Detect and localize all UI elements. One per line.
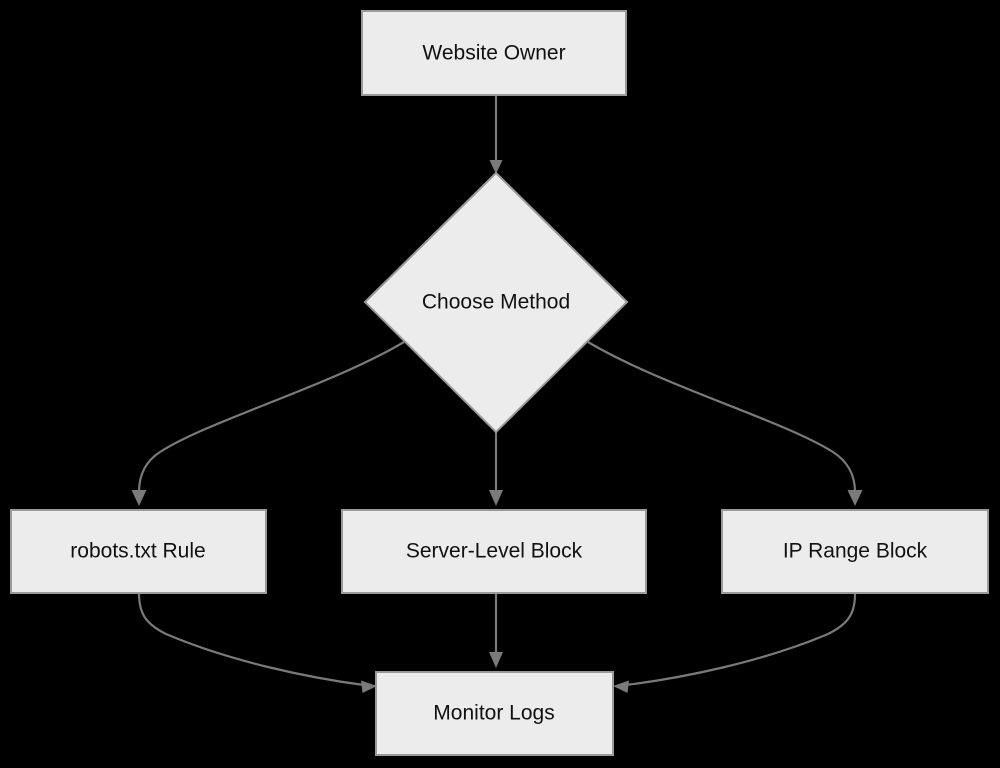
- node-monitor-logs-shape[interactable]: [375, 671, 614, 756]
- node-server-level-block[interactable]: Server-Level Block: [341, 509, 647, 594]
- node-choose-method-label: Choose Method: [422, 291, 570, 314]
- edge-robots-txt-rule-to-monitor-logs: [137, 592, 377, 693]
- node-ip-range-block[interactable]: IP Range Block: [721, 509, 989, 594]
- arrowhead-icon: [847, 490, 863, 506]
- arrowhead-icon: [613, 680, 629, 693]
- edge-choose-method-to-ip-range-block: [587, 341, 863, 506]
- node-layer: Website Owner Choose Method robots.txt R…: [10, 10, 989, 756]
- arrowhead-icon: [489, 490, 503, 506]
- node-monitor-logs[interactable]: Monitor Logs: [375, 671, 614, 756]
- edge-line: [587, 341, 857, 493]
- node-server-level-block-shape[interactable]: [341, 509, 647, 594]
- edge-ip-range-block-to-monitor-logs: [613, 593, 857, 693]
- edge-line: [625, 593, 857, 687]
- node-monitor-logs-label: Monitor Logs: [433, 702, 554, 725]
- edge-line: [137, 341, 405, 493]
- node-robots-txt-rule-shape[interactable]: [10, 509, 267, 594]
- node-robots-txt-rule[interactable]: robots.txt Rule: [10, 509, 267, 594]
- node-website-owner-shape[interactable]: [361, 10, 627, 96]
- edge-layer: [131, 95, 863, 693]
- node-website-owner[interactable]: Website Owner: [361, 10, 627, 96]
- edge-server-level-block-to-monitor-logs: [489, 594, 503, 668]
- arrowhead-icon: [131, 490, 147, 506]
- node-website-owner-label: Website Owner: [422, 42, 565, 65]
- node-ip-range-block-label: IP Range Block: [783, 540, 928, 563]
- node-robots-txt-rule-label: robots.txt Rule: [70, 540, 205, 563]
- node-server-level-block-label: Server-Level Block: [406, 540, 583, 563]
- edge-website-owner-to-choose-method: [489, 95, 503, 174]
- node-choose-method-shape[interactable]: [363, 171, 629, 434]
- arrowhead-icon: [361, 680, 377, 693]
- arrowhead-icon: [489, 160, 503, 174]
- arrowhead-icon: [489, 652, 503, 668]
- edge-line: [137, 592, 365, 687]
- node-choose-method[interactable]: Choose Method: [363, 171, 629, 434]
- node-ip-range-block-shape[interactable]: [721, 509, 989, 594]
- edge-choose-method-to-server-level-block: [489, 432, 503, 506]
- edge-choose-method-to-robots-txt-rule: [131, 341, 405, 506]
